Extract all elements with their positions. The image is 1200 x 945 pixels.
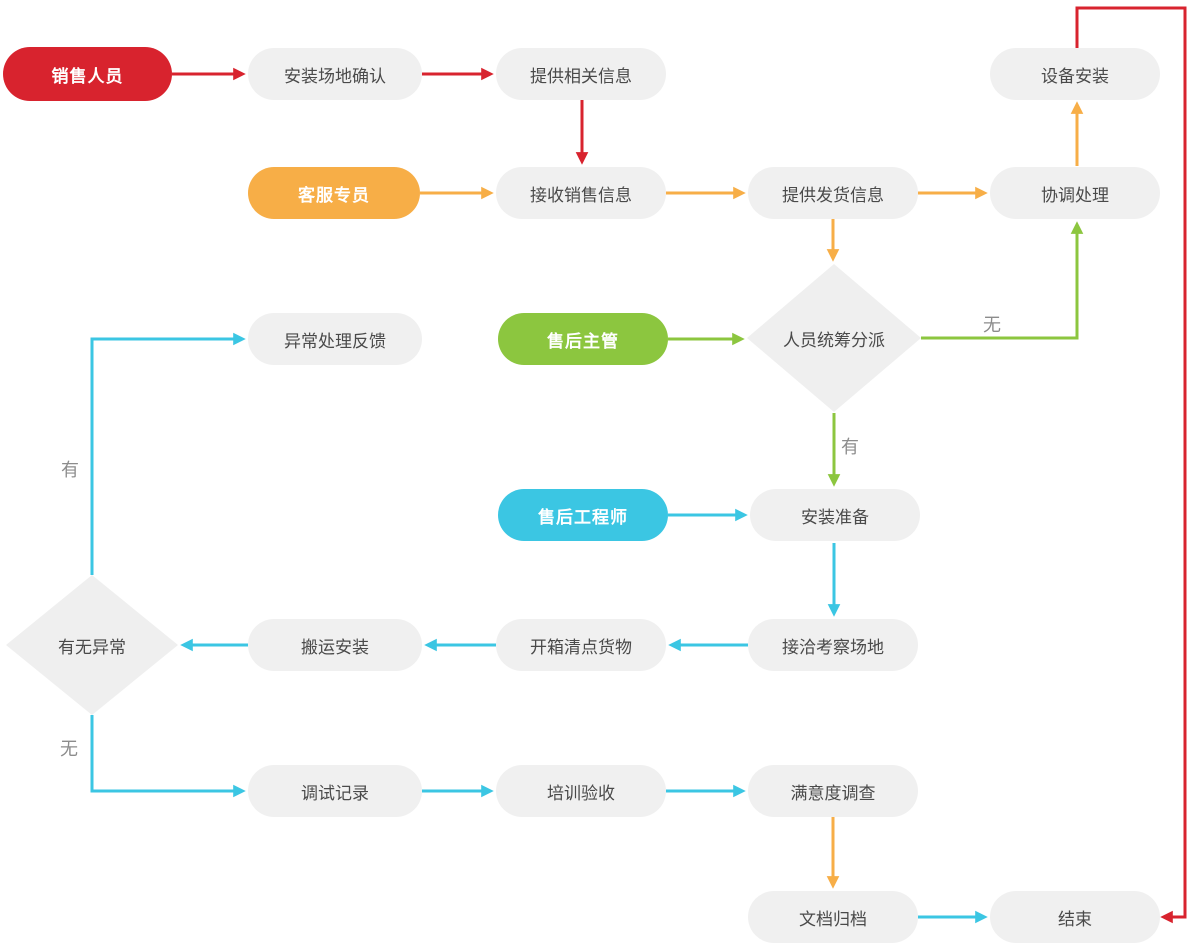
edge-decision-dispatch-to-process-coordinate-handle (921, 221, 1084, 340)
process-provide-shipping-info: 提供发货信息 (748, 167, 918, 219)
process-move-install: 搬运安装 (248, 619, 422, 671)
process-exception-feedback: 异常处理反馈 (248, 313, 422, 365)
role-sales: 销售人员 (3, 47, 172, 101)
process-site-confirm: 安装场地确认 (248, 48, 422, 100)
decision-anomaly-shape (6, 575, 178, 715)
decision-anomaly: 有无异常 (58, 637, 126, 657)
process-end: 结束 (990, 891, 1160, 943)
process-equipment-install: 设备安装 (990, 48, 1160, 100)
process-training-accept: 培训验收 (496, 765, 666, 817)
process-satisfaction-survey: 满意度调查 (748, 765, 918, 817)
process-unpack-count: 开箱清点货物 (496, 619, 666, 671)
process-provide-related-info: 提供相关信息 (496, 48, 666, 100)
role-customer-service: 客服专员 (248, 167, 420, 219)
edge-label-decision-dispatch-to-process-coordinate-handle: 无 (983, 315, 1001, 335)
decision-dispatch-shape (747, 264, 921, 412)
role-aftersales-manager: 售后主管 (498, 313, 668, 365)
process-doc-archive: 文档归档 (748, 891, 918, 943)
edge-decision-anomaly-to-process-exception-feedback (90, 332, 246, 575)
edge-label-decision-anomaly-to-process-debug-record: 无 (60, 739, 78, 759)
process-debug-record: 调试记录 (248, 765, 422, 817)
edge-label-decision-anomaly-to-process-exception-feedback: 有 (61, 460, 79, 480)
role-aftersales-engineer: 售后工程师 (498, 489, 668, 541)
edge-label-decision-dispatch-to-process-install-prep: 有 (841, 437, 859, 457)
decision-dispatch: 人员统筹分派 (783, 330, 885, 350)
process-receive-sales-info: 接收销售信息 (496, 167, 666, 219)
edge-decision-anomaly-to-process-debug-record (90, 715, 246, 798)
process-site-visit: 接洽考察场地 (748, 619, 918, 671)
process-install-prep: 安装准备 (750, 489, 920, 541)
process-coordinate-handle: 协调处理 (990, 167, 1160, 219)
edge-process-equipment-install-to-process-end (1075, 6, 1187, 924)
